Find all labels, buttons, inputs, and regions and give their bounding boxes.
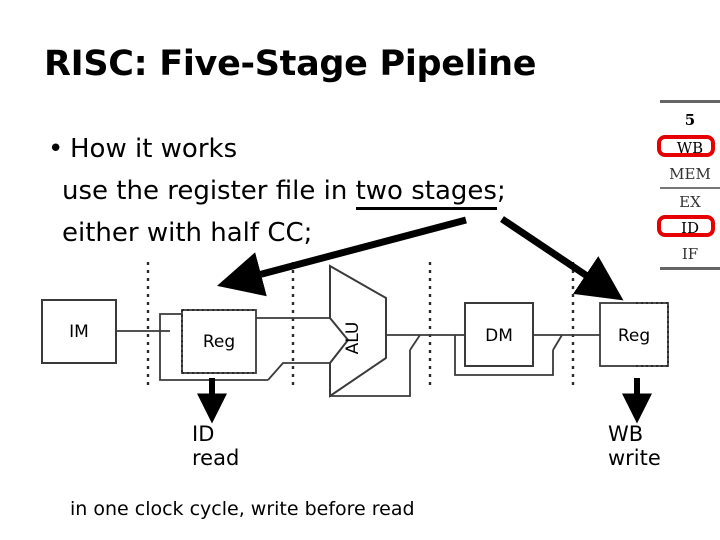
stage-item-if[interactable]: IF [681, 245, 699, 263]
annotation-id-read-line2: read [192, 446, 240, 470]
wire-alu-bottom-rail [330, 350, 411, 397]
bullet-text-2-pre: use the register file in [62, 176, 356, 206]
bullet-text-1: How it works [70, 134, 238, 164]
pipeline-stage-list: 5 WB MEM EX ID IF [657, 100, 720, 270]
stage-list-top-rule [660, 100, 720, 103]
wire-dm-bypass-rail [454, 335, 554, 376]
wire-reg-out-b [267, 362, 330, 381]
wire-pc-hook [159, 313, 182, 331]
bullet-text-2-post: ; [496, 176, 506, 206]
datapath-block-im [41, 299, 117, 364]
stage-item-ex[interactable]: EX [679, 193, 701, 211]
footnote-text: in one clock cycle, write before read [70, 498, 415, 520]
stage-item-mem[interactable]: MEM [669, 165, 711, 183]
slide-page-number: 5 [684, 111, 696, 129]
bullet-dot-icon: • [48, 134, 64, 164]
datapath-block-reg-write [599, 302, 669, 367]
wire-dm-mux-stub [552, 334, 563, 351]
datapath-block-dm-label: DM [485, 326, 513, 346]
annotation-wb-write: WB write [608, 422, 661, 470]
datapath-block-dm [464, 302, 534, 367]
bullet-text-3: either with half CC; [62, 218, 313, 248]
stage-item-id[interactable]: ID [657, 215, 720, 241]
datapath-block-alu-label: ALU [343, 322, 363, 355]
datapath-block-reg-write-dotted-right [636, 302, 669, 367]
annotation-id-read-line1: ID [192, 422, 215, 446]
bullet-line-two-stages: use the register file in two stages; [40, 170, 660, 212]
pipeline-datapath-diagram: IM Reg ALU DM Reg [41, 262, 669, 398]
datapath-block-reg-write-label: Reg [618, 326, 650, 346]
page-title: RISC: Five-Stage Pipeline [44, 44, 537, 84]
annotation-id-read: ID read [192, 422, 239, 470]
body-text-block: • How it works use the register file in … [40, 128, 660, 254]
stage-item-wb[interactable]: WB [657, 135, 720, 161]
datapath-block-im-label: IM [69, 322, 89, 342]
annotation-wb-write-line1: WB [608, 422, 644, 446]
wire-reg-writeback-rail [159, 331, 268, 381]
stage-divider-lines [146, 262, 575, 390]
datapath-block-reg-read-label: Reg [203, 332, 235, 352]
bullet-line-how-it-works: • How it works [40, 128, 660, 170]
stage-list-bottom-rule [660, 267, 720, 270]
bullet-text-2-underlined: two stages [355, 176, 497, 210]
datapath-block-alu [329, 264, 387, 398]
bullet-line-half-cc: either with half CC; [40, 212, 660, 254]
annotation-wb-write-line2: write [608, 446, 661, 470]
wire-alu-mux-stub [409, 334, 421, 351]
stage-list-mid-rule [660, 187, 720, 189]
